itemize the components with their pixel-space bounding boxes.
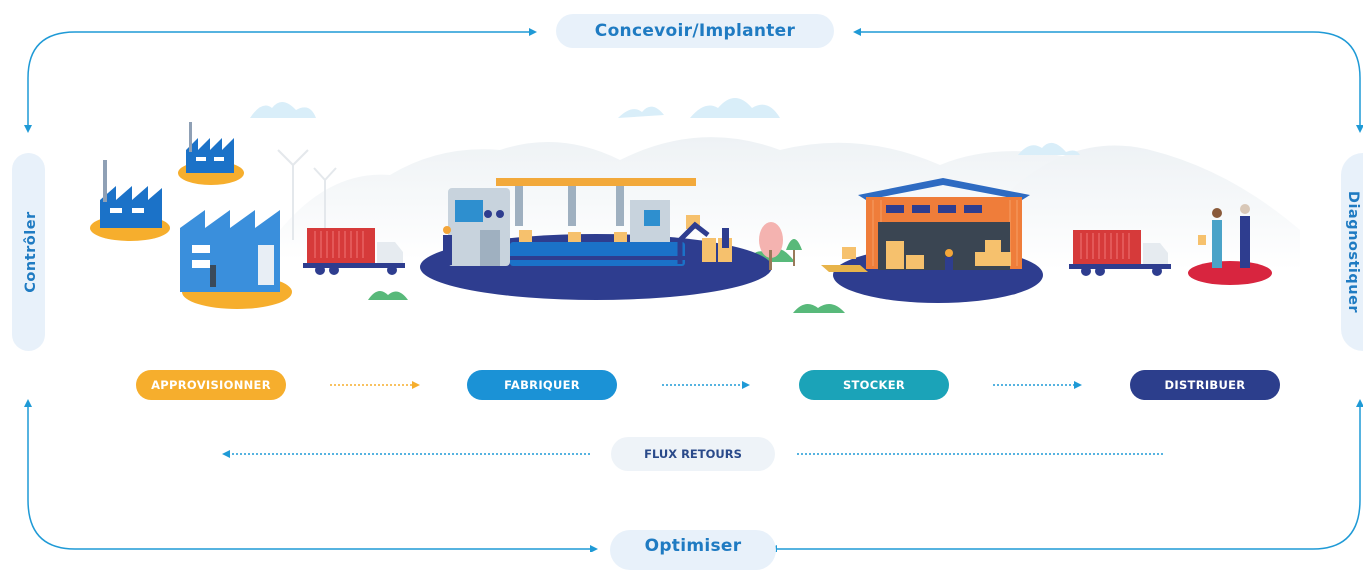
cycle-pill-left	[12, 153, 45, 351]
arrow-up-icon	[1356, 399, 1363, 407]
returns-flow-label: FLUX RETOURS	[611, 437, 775, 471]
stage-distribuer: DISTRIBUER	[1130, 370, 1280, 400]
trees	[759, 222, 802, 270]
worker-icon	[443, 235, 452, 265]
arrow-down-icon	[1356, 125, 1363, 133]
arrow-right-icon	[590, 545, 598, 552]
delivery-truck-icon	[303, 228, 405, 275]
arrow-up-icon	[24, 399, 32, 407]
worker-icon	[722, 228, 729, 248]
cycle-pill-right	[1341, 153, 1363, 351]
cycle-arrow-top-right	[853, 28, 1361, 130]
supplier-factories	[90, 122, 292, 309]
supply-chain-illustration	[24, 28, 1363, 552]
customers-handshake	[1188, 204, 1272, 285]
cycle-arrow-bottom-left	[27, 405, 592, 550]
stage-stocker: STOCKER	[799, 370, 949, 400]
cycle-label-left: Contrôler	[23, 211, 39, 293]
worker-icon	[210, 265, 216, 287]
worker-icon	[945, 257, 953, 279]
cloud-icon	[250, 101, 316, 118]
person-icon	[1240, 216, 1250, 268]
cloud-icon	[618, 106, 664, 118]
clouds	[250, 98, 1080, 155]
cycle-arrow-top-left	[27, 28, 537, 130]
stage-approvisionner: APPROVISIONNER	[136, 370, 286, 400]
person-icon	[1212, 220, 1222, 268]
stage-fabriquer: FABRIQUER	[467, 370, 617, 400]
arrow-down-icon	[24, 125, 32, 133]
delivery-truck-icon	[1069, 230, 1171, 276]
production-line	[420, 178, 772, 300]
warehouse	[821, 178, 1043, 303]
cycle-label-right: Diagnostiquer	[1345, 190, 1361, 314]
cycle-label-bottom: Optimiser	[610, 530, 776, 570]
cloud-icon	[690, 98, 780, 118]
cloud-icon	[1018, 142, 1080, 155]
cycle-arrow-bottom-right	[775, 405, 1361, 550]
cycle-loop	[27, 28, 1361, 550]
cycle-label-top: Concevoir/Implanter	[556, 14, 834, 48]
